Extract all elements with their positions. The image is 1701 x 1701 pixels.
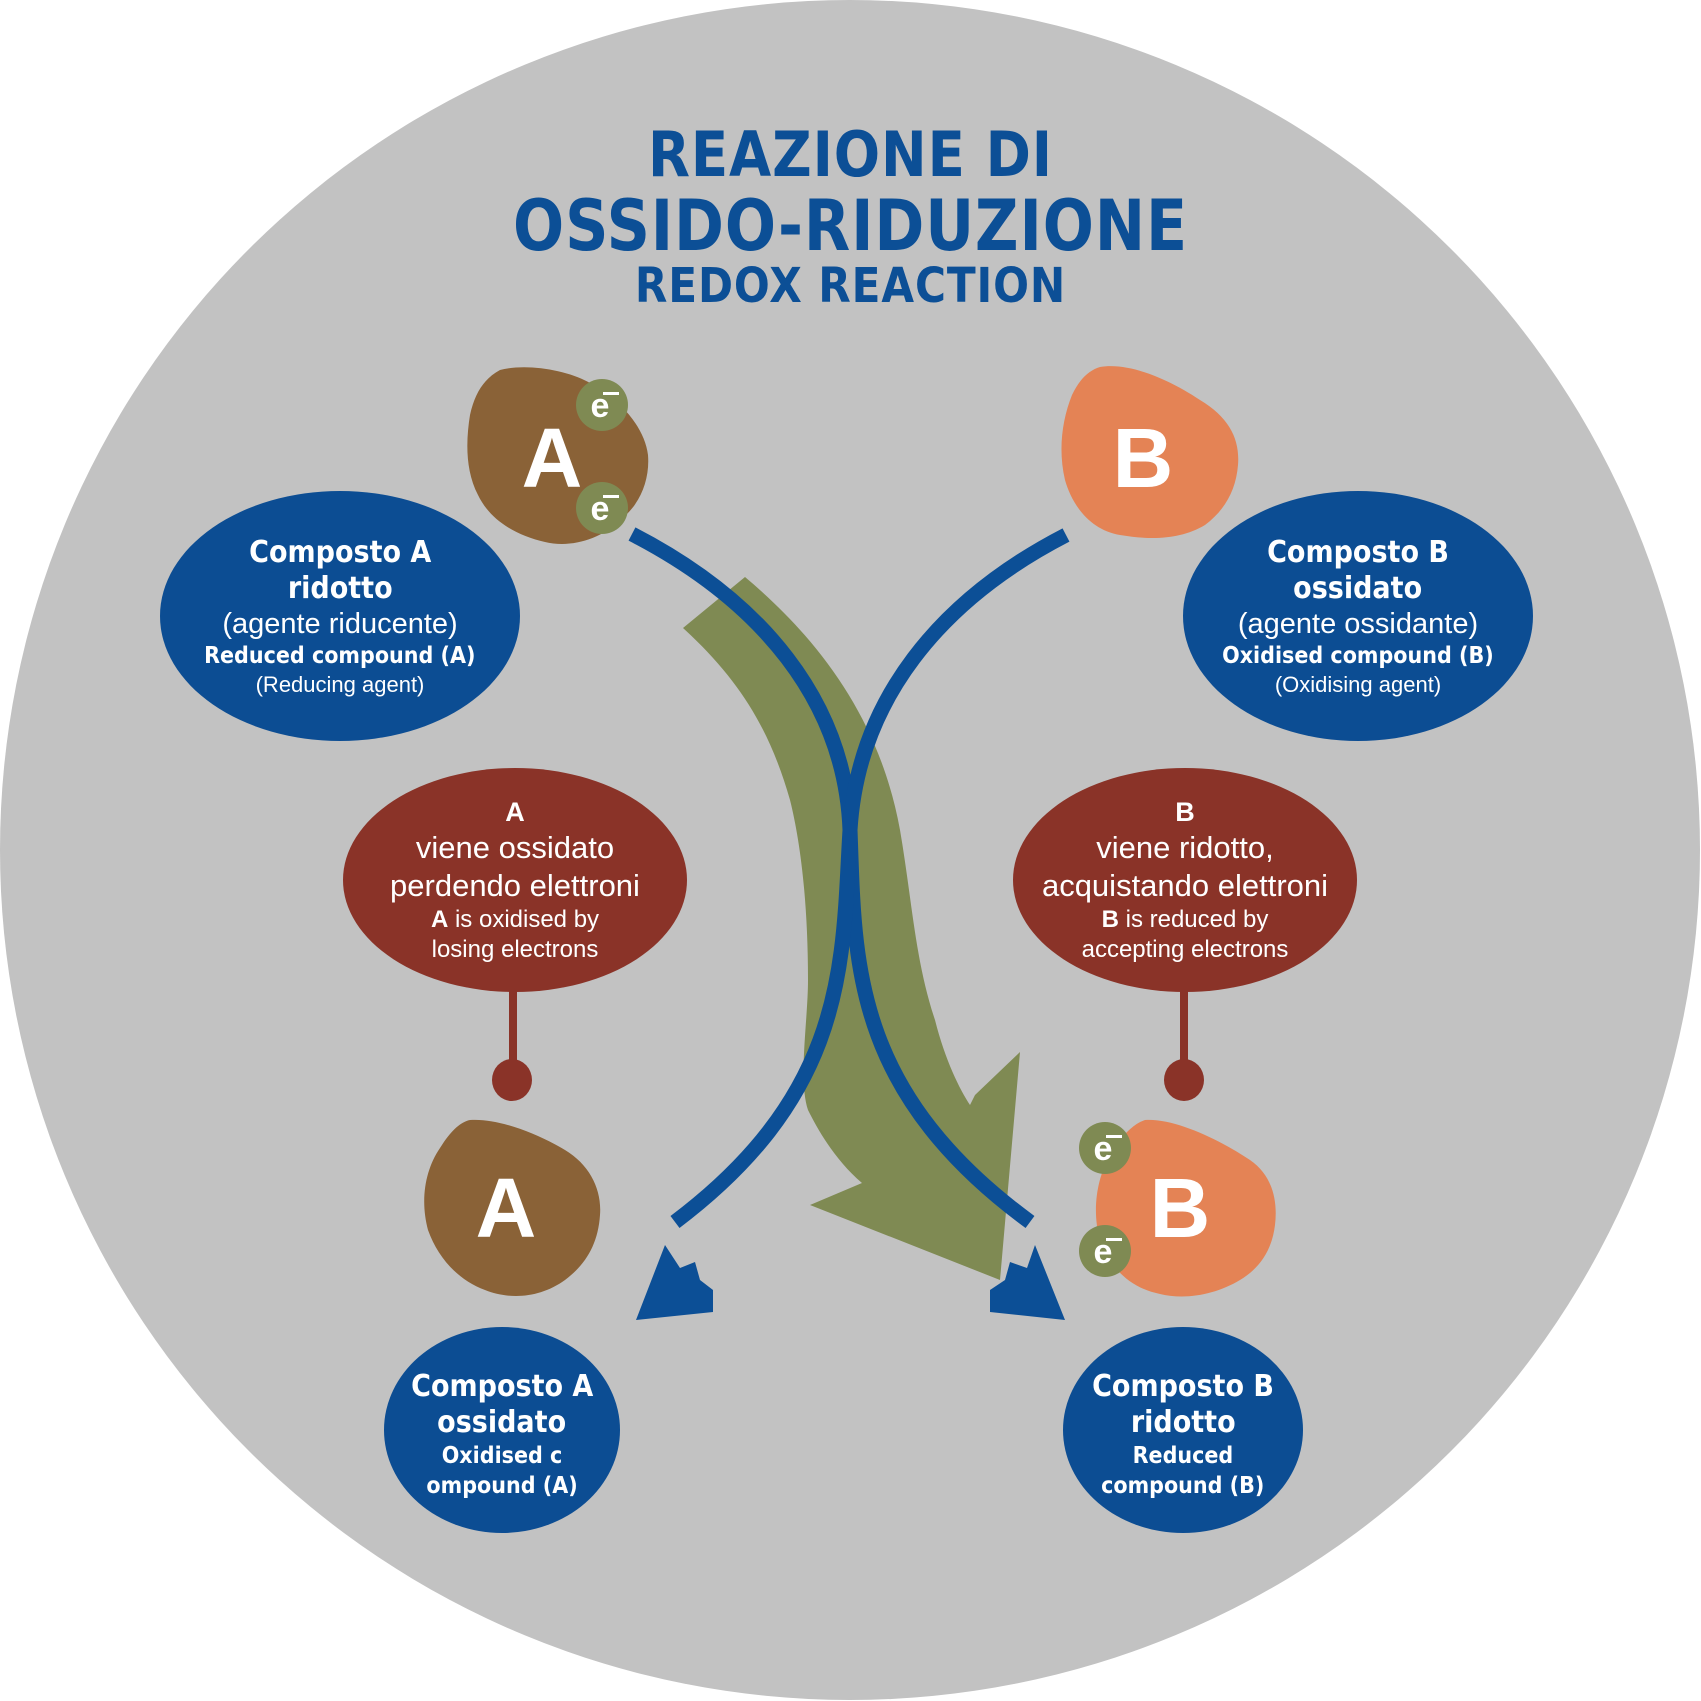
compound-b-letter: B (1112, 411, 1174, 505)
compound-b-reduced-blob (1095, 1119, 1276, 1297)
label-b-reduced: Composto B ridotto Reduced compound (B) (1063, 1360, 1303, 1510)
label-english: Oxidised c (441, 1443, 563, 1469)
label-english: compound (B) (1101, 1473, 1265, 1499)
process-english-bold: B (1101, 906, 1119, 933)
ellipse-b-reduced (1063, 1327, 1303, 1533)
process-english-2: losing electrons (431, 936, 599, 963)
electron-minus-icon (603, 495, 619, 498)
label-english: ompound (A) (426, 1473, 578, 1499)
electron-minus-icon (1106, 1135, 1122, 1138)
label-title: ridotto (287, 571, 393, 606)
process-english-1: A is oxidised by (431, 905, 599, 935)
title-line-1: REAZIONE DI (648, 118, 1053, 191)
arrowhead-to-a-oxidised (636, 1245, 713, 1320)
electron-minus-icon (603, 392, 619, 395)
label-a-reduced: Composto A ridotto (agente riducente) Re… (160, 522, 520, 712)
label-title: ossidato (437, 1405, 567, 1440)
ellipse-b-oxidised (1183, 491, 1533, 741)
label-english-role: (Oxidising agent) (1274, 672, 1442, 697)
label-b-process: B viene ridotto, acquistando elettroni B… (1013, 785, 1357, 975)
title-english: REDOX REACTION (634, 258, 1067, 314)
electron-label: e (590, 490, 610, 528)
process-italian-1: viene ossidato (415, 830, 615, 865)
arrowhead-to-b-reduced (990, 1245, 1065, 1320)
process-head: A (505, 797, 525, 827)
process-head: B (1175, 797, 1195, 827)
label-title: Composto A (410, 1369, 594, 1404)
process-italian-2: perdendo elettroni (390, 868, 640, 903)
label-english: Reduced (1132, 1443, 1234, 1469)
label-role: (agente ossidante) (1237, 608, 1479, 640)
ellipse-a-reduced (160, 491, 520, 741)
process-english-1: B is reduced by (1102, 905, 1269, 935)
process-english-2: accepting electrons (1081, 936, 1289, 963)
connector-dot-a (492, 1059, 532, 1101)
flow-arrow-b-to-a (670, 528, 1070, 1228)
process-italian-2: acquistando elettroni (1041, 868, 1329, 903)
ellipse-a-oxidised (384, 1327, 620, 1533)
electron-label: e (590, 387, 610, 425)
compound-a-oxidised-blob (424, 1119, 601, 1296)
label-a-oxidised: Composto A ossidato Oxidised c ompound (… (384, 1360, 620, 1510)
label-english-role: (Reducing agent) (255, 672, 425, 697)
connector-b (1180, 990, 1188, 1072)
label-english-title: Reduced compound (A) (204, 643, 476, 669)
compound-b-letter: B (1149, 1161, 1211, 1255)
ellipse-a-process (343, 768, 687, 992)
compound-a-letter: A (475, 1161, 537, 1255)
compound-a-letter: A (521, 411, 583, 505)
label-title: ridotto (1130, 1405, 1236, 1440)
connector-a (509, 990, 517, 1072)
label-b-oxidised: Composto B ossidato (agente ossidante) O… (1183, 522, 1533, 712)
process-english-text: is oxidised by (448, 906, 600, 933)
connector-dot-b (1164, 1059, 1204, 1101)
title-line-2: OSSIDO-RIDUZIONE (513, 185, 1188, 267)
process-english-bold: A (430, 906, 449, 933)
process-english-text: is reduced by (1118, 906, 1269, 933)
label-role: (agente riducente) (222, 608, 458, 640)
electron-label: e (1093, 1130, 1113, 1168)
label-title: Composto B (1267, 535, 1449, 570)
label-title: Composto B (1092, 1369, 1274, 1404)
label-title: ossidato (1293, 571, 1423, 606)
process-italian-1: viene ridotto, (1096, 830, 1274, 865)
electron-label: e (1093, 1233, 1113, 1271)
compound-b-oxidised-blob (1061, 366, 1239, 538)
ellipse-b-process (1013, 768, 1357, 992)
label-title: Composto A (248, 535, 432, 570)
label-a-process: A viene ossidato perdendo elettroni A is… (343, 785, 687, 975)
electron-minus-icon (1106, 1238, 1122, 1241)
label-english-title: Oxidised compound (B) (1222, 643, 1494, 669)
